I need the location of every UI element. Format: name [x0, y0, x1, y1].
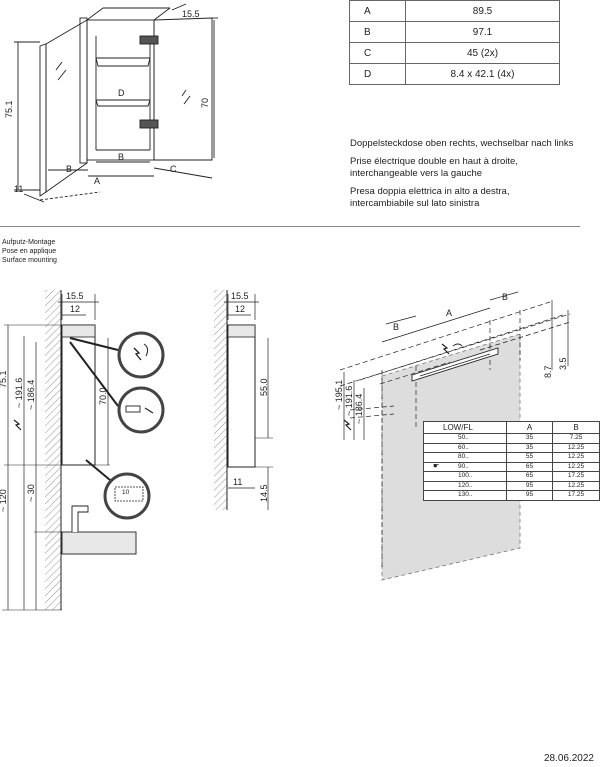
height-dimension: 75.1	[4, 100, 14, 118]
label-a: A	[446, 308, 452, 318]
label-b-right: B	[502, 292, 508, 302]
document-date: 28.06.2022	[543, 753, 594, 764]
socket-height-dimension-2: ~ 186.4	[26, 380, 36, 410]
offset-3-5: 3.5	[558, 357, 568, 370]
note-fr-2: interchangeable vers la gauche	[350, 168, 483, 179]
height-dimension: 75.1	[0, 370, 8, 388]
side-view-drawing: 10 15.5 12 75.1 ~ 191.6 ~ 186.4 70.0 ~ 1…	[0, 290, 165, 611]
note-de: Doppelsteckdose oben rechts, wechselbar …	[350, 138, 574, 149]
depth-dimension: 15.5	[66, 291, 84, 301]
inner-height-dimension: 70.0	[98, 387, 108, 405]
side-view-plain-drawing: 15.5 12 55.0 11 14.5	[214, 290, 273, 510]
label-b-left: B	[393, 322, 399, 332]
electric-icon	[343, 419, 352, 431]
mounting-height-dimension: ~ 120	[0, 489, 8, 512]
label-c: C	[170, 164, 177, 174]
body-depth-dimension: 12	[70, 304, 80, 314]
basin-gap-dimension: ~ 30	[26, 484, 36, 502]
cable-icon	[452, 343, 463, 347]
note-it-2: intercambiabile sul lato sinistra	[350, 198, 480, 209]
height-186: ~ 186.4	[354, 394, 364, 424]
door-depth-dimension: 11	[14, 184, 23, 194]
socket-offset-dimension: 55.0	[259, 378, 269, 396]
height-195: ~ 195.1	[334, 380, 344, 410]
bottom-offset-dimension: 14.5	[259, 484, 269, 502]
mounting-label: Aufputz-Montage Pose en applique Surface…	[2, 239, 57, 264]
depth-dimension: 15.5	[182, 9, 200, 19]
pointing-hand-icon: ☛	[433, 462, 440, 470]
body-depth-dimension: 12	[235, 304, 245, 314]
height-191: ~ 191.6	[344, 386, 354, 416]
socket-height-dimension: ~ 191.6	[14, 378, 24, 408]
door-depth-dimension: 11	[233, 477, 242, 487]
note-fr-1: Prise électrique double en haut à droite…	[350, 156, 518, 167]
label-a: A	[94, 176, 100, 186]
table-header-row: LOW/FL A B	[423, 421, 600, 434]
depth-dimension: 15.5	[231, 291, 249, 301]
electric-icon	[13, 419, 22, 431]
inner-height-dimension: 70	[200, 98, 210, 108]
label-b-left: B	[66, 164, 72, 174]
detail-dimension: 10	[122, 489, 130, 496]
cabinet-perspective-drawing: 15.5 75.1 70 11 A B B C D	[4, 3, 218, 203]
note-it-1: Presa doppia elettrica in alto a destra,	[350, 186, 510, 197]
electric-icon	[441, 343, 450, 355]
label-b-inner: B	[118, 152, 124, 162]
label-d: D	[118, 88, 125, 98]
offset-8-7: 8.7	[543, 365, 553, 378]
section-divider	[0, 226, 580, 227]
